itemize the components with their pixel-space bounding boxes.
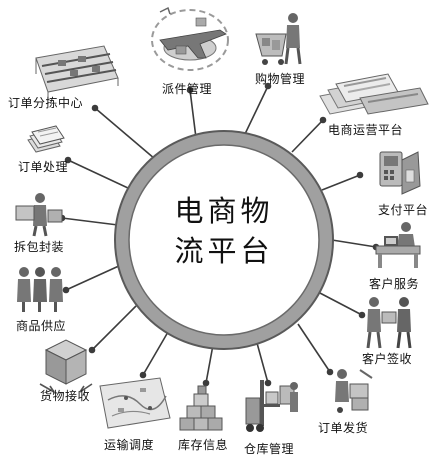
connector-customer-signoff bbox=[317, 291, 363, 316]
connector-order-processing bbox=[67, 159, 129, 189]
label-customer-signoff: 客户签收 bbox=[362, 352, 413, 366]
service-desk-icon bbox=[375, 222, 421, 268]
connector-dot-ops-platform bbox=[319, 116, 327, 124]
connector-purchase bbox=[244, 85, 269, 135]
label-supply: 商品供应 bbox=[16, 319, 67, 333]
connector-dot-customer-signoff bbox=[358, 311, 366, 319]
label-order-delivery: 订单发货 bbox=[318, 421, 369, 435]
connector-dot-inventory bbox=[202, 379, 210, 387]
connector-ops-platform bbox=[291, 119, 324, 153]
connector-dot-supply bbox=[62, 286, 70, 294]
document-stack-icon bbox=[27, 125, 65, 153]
connector-dot-dispatch bbox=[186, 86, 194, 94]
box-with-arrows-icon bbox=[39, 339, 93, 393]
connector-supply bbox=[65, 264, 122, 291]
connector-dot-order-sorting bbox=[91, 104, 99, 112]
payment-terminal-icon bbox=[379, 151, 421, 195]
shopping-cart-person-icon bbox=[255, 13, 302, 65]
label-ops-platform: 电商运营平台 bbox=[328, 123, 404, 137]
route-map-icon bbox=[99, 377, 171, 429]
connector-order-sorting bbox=[94, 107, 156, 160]
label-customer-service: 客户服务 bbox=[369, 277, 420, 291]
forklift-icon bbox=[245, 380, 298, 432]
connector-unpack-pack bbox=[61, 217, 119, 226]
supplier-people-icon bbox=[17, 267, 63, 312]
stacked-boxes-icon bbox=[179, 385, 223, 431]
label-unpack-pack: 拆包封装 bbox=[14, 240, 65, 254]
label-order-sorting: 订单分拣中心 bbox=[8, 96, 84, 110]
connector-dot-warehouse bbox=[264, 379, 272, 387]
connector-warehouse bbox=[256, 342, 269, 384]
connector-receiving bbox=[91, 305, 137, 351]
label-payment: 支付平台 bbox=[378, 203, 429, 217]
connector-dot-receiving bbox=[88, 346, 96, 354]
connectors bbox=[58, 82, 380, 387]
connector-payment bbox=[321, 174, 361, 191]
hub-ring bbox=[114, 130, 334, 350]
delivery-boxes-icon bbox=[335, 369, 373, 413]
connector-dot-purchase bbox=[264, 82, 272, 90]
connector-customer-service bbox=[331, 239, 377, 248]
label-transport: 运输调度 bbox=[104, 438, 155, 452]
connector-dot-payment bbox=[356, 171, 364, 179]
web-pages-icon bbox=[319, 73, 429, 115]
label-dispatch: 派件管理 bbox=[162, 82, 213, 96]
label-purchase: 购物管理 bbox=[255, 72, 306, 86]
airplane-globe-icon bbox=[151, 6, 229, 71]
parcel-handover-icon bbox=[366, 297, 412, 349]
connector-order-delivery bbox=[297, 323, 331, 373]
connector-dispatch bbox=[189, 89, 197, 139]
packing-worker-icon bbox=[15, 193, 63, 237]
conveyor-sorting-icon bbox=[35, 45, 119, 100]
label-inventory: 库存信息 bbox=[178, 438, 229, 452]
label-warehouse: 仓库管理 bbox=[244, 442, 295, 456]
connector-transport bbox=[142, 331, 169, 376]
connector-dot-order-delivery bbox=[326, 368, 334, 376]
label-receiving: 货物接收 bbox=[40, 389, 91, 403]
label-order-processing: 订单处理 bbox=[18, 160, 69, 174]
connector-inventory bbox=[205, 344, 214, 384]
connector-dot-order-processing bbox=[64, 156, 72, 164]
connector-dot-transport bbox=[139, 371, 147, 379]
hub-title-line-2: 流平台 bbox=[174, 234, 274, 268]
hub-title-line-1: 电商物 bbox=[174, 194, 274, 228]
